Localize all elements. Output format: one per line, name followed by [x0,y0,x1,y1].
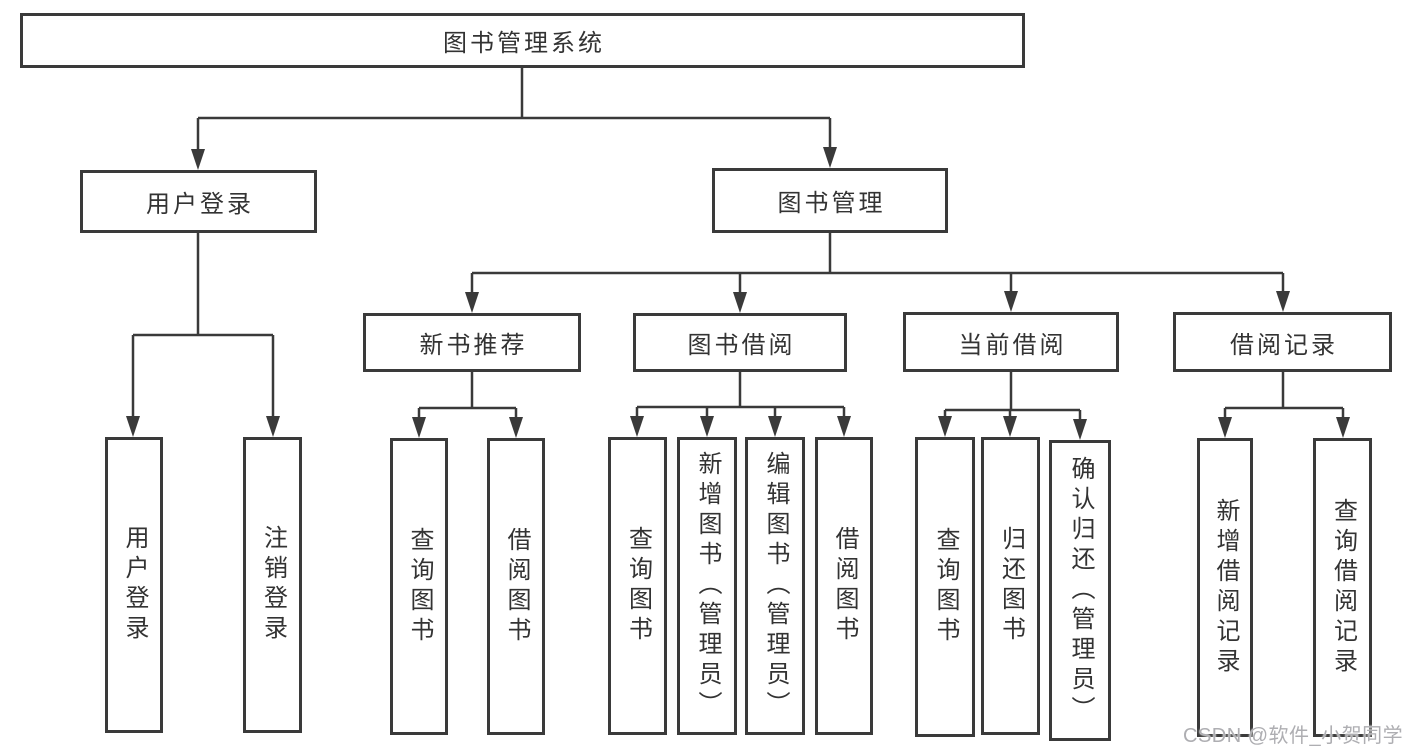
node-user-login: 用户登录 [80,170,317,233]
node-borrowing-records: 借阅记录 [1173,312,1392,372]
node-book-borrowing-label: 图书借阅 [687,332,796,359]
leaf-user-login-label: 用户登录 [121,525,148,645]
leaf-add-book-admin: 新增图书（管理员） [677,437,737,735]
leaf-recommend-query-book-label: 查询图书 [406,526,433,647]
leaf-borrowing-query-book-label: 查询图书 [624,526,652,646]
node-new-book-recommend: 新书推荐 [363,313,581,372]
node-root-system-label: 图书管理系统 [443,30,605,57]
node-root-system: 图书管理系统 [20,13,1025,68]
csdn-watermark: CSDN @软件_小贺同学 [1183,725,1404,747]
node-book-management: 图书管理 [712,168,948,233]
leaf-edit-book-admin: 编辑图书（管理员） [745,437,805,735]
leaf-return-book-label: 归还图书 [997,526,1025,646]
node-current-borrowing: 当前借阅 [903,312,1119,372]
leaf-current-query-book-label: 查询图书 [932,527,959,647]
leaf-recommend-borrow-book-label: 借阅图书 [503,526,530,647]
node-current-borrowing-label: 当前借阅 [958,331,1067,359]
leaf-current-query-book: 查询图书 [915,437,975,737]
leaf-borrowing-query-book: 查询图书 [608,437,667,735]
leaf-add-borrow-record-label: 新增借阅记录 [1212,497,1239,678]
leaf-user-login: 用户登录 [105,437,163,733]
leaf-edit-book-admin-label: 编辑图书（管理员） [762,451,789,721]
leaf-borrowing-borrow-book: 借阅图书 [815,437,873,735]
node-user-login-label: 用户登录 [146,191,254,218]
leaf-add-book-admin-label: 新增图书（管理员） [694,451,721,721]
leaf-query-borrow-record-label: 查询借阅记录 [1329,497,1357,678]
leaf-borrowing-borrow-book-label: 借阅图书 [831,526,858,646]
leaf-logout: 注销登录 [243,437,302,733]
leaf-recommend-borrow-book: 借阅图书 [487,438,545,735]
node-book-management-label: 图书管理 [777,190,886,217]
leaf-return-book: 归还图书 [981,437,1040,735]
leaf-logout-label: 注销登录 [259,525,287,645]
leaf-add-borrow-record: 新增借阅记录 [1197,438,1253,737]
leaf-recommend-query-book: 查询图书 [390,438,448,735]
leaf-confirm-return-admin-label: 确认归还（管理员） [1067,455,1094,726]
node-borrowing-records-label: 借阅记录 [1230,331,1338,359]
node-new-book-recommend-label: 新书推荐 [419,332,528,359]
leaf-query-borrow-record: 查询借阅记录 [1313,438,1372,737]
node-book-borrowing: 图书借阅 [633,313,847,372]
leaf-confirm-return-admin: 确认归还（管理员） [1049,440,1111,741]
